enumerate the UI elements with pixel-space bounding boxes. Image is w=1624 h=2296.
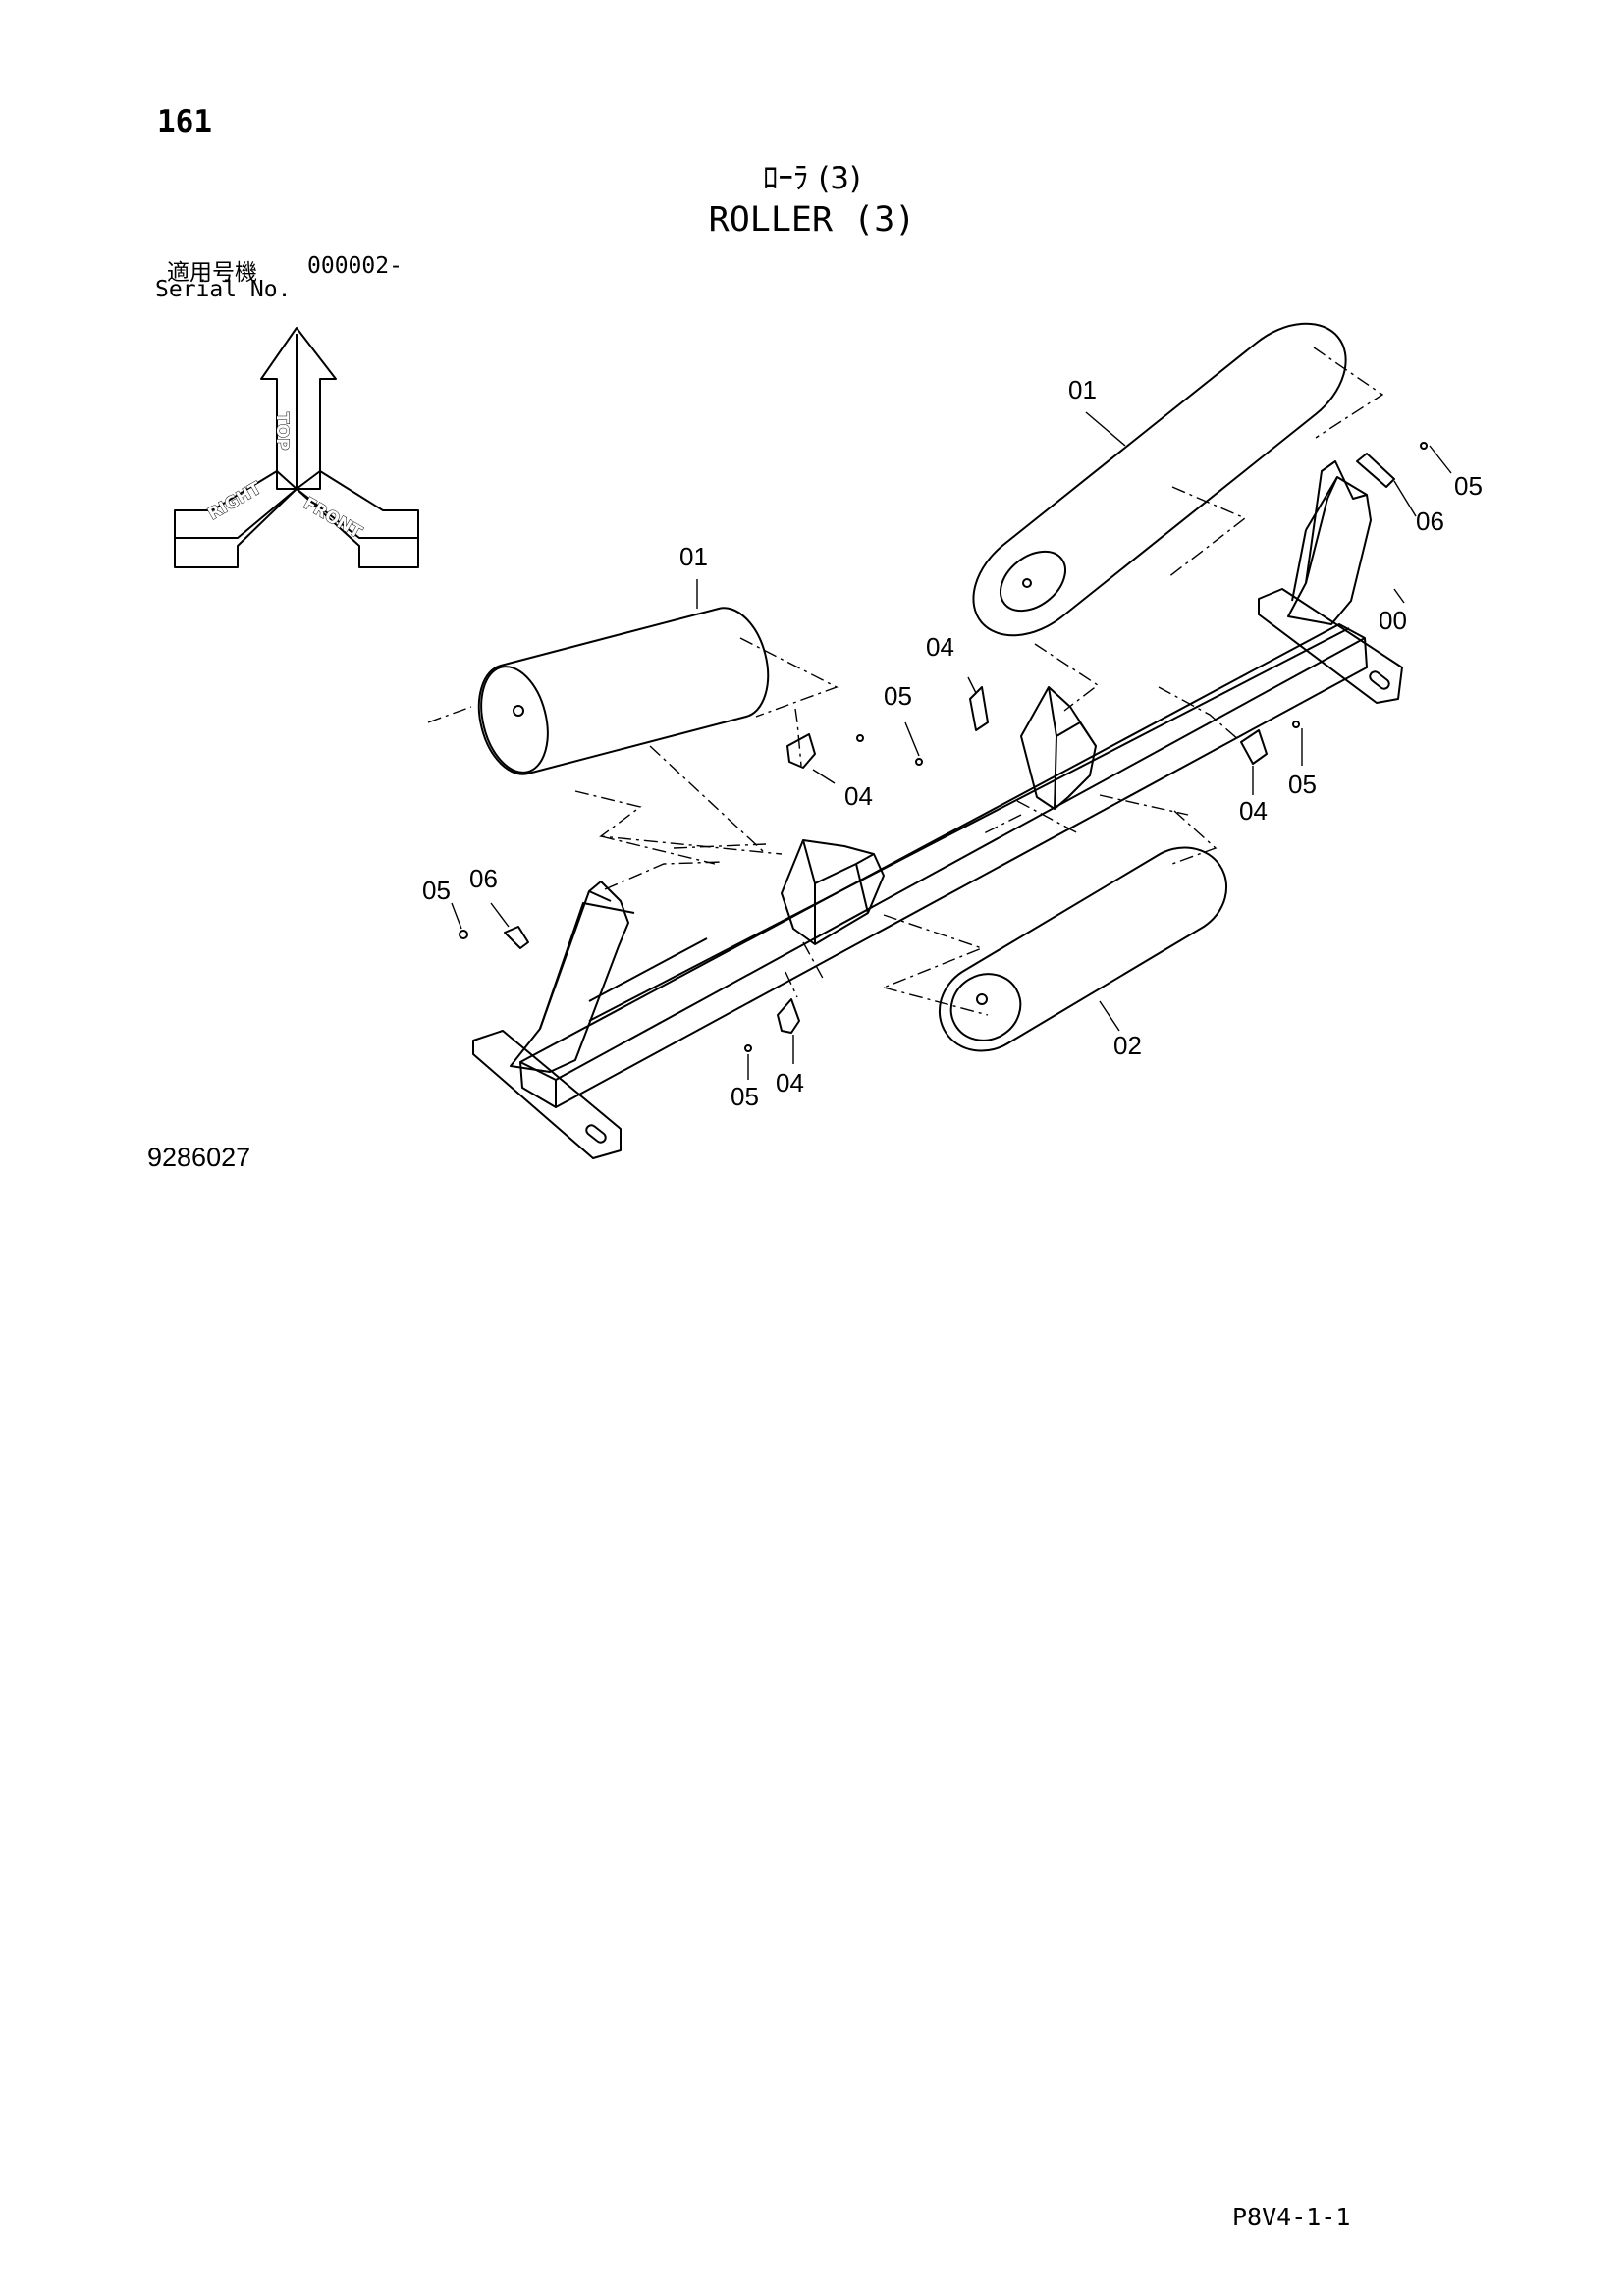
label-bolt-bottom: 05 bbox=[731, 1082, 759, 1111]
label-bolt-right: 05 bbox=[1288, 770, 1317, 799]
orientation-front: FRONT bbox=[300, 494, 366, 543]
serial-label-english: Serial No. bbox=[155, 277, 292, 302]
bracket-right bbox=[1240, 729, 1268, 765]
bracket-center-top bbox=[969, 686, 989, 731]
label-bolt-left: 05 bbox=[422, 876, 451, 905]
bracket-center-left bbox=[786, 733, 816, 769]
orientation-symbol bbox=[174, 327, 419, 568]
label-bracket-right: 04 bbox=[1239, 796, 1268, 826]
label-lower-roller: 02 bbox=[1113, 1031, 1142, 1060]
page-code: P8V4-1-1 bbox=[1232, 2203, 1351, 2231]
bolt-center-a bbox=[856, 734, 864, 742]
label-bolt-right-top: 05 bbox=[1454, 471, 1483, 501]
pin-right bbox=[1356, 453, 1395, 488]
label-frame: 00 bbox=[1379, 606, 1407, 635]
roller-lower bbox=[938, 846, 1228, 1052]
label-bolt-center: 05 bbox=[884, 681, 912, 711]
frame bbox=[472, 460, 1403, 1159]
page-number: 161 bbox=[157, 104, 212, 139]
serial-label-japanese: 適用号機 bbox=[167, 260, 257, 286]
orientation-right: RIGHT bbox=[205, 478, 266, 524]
title-japanese: ﾛｰﾗ (3) bbox=[762, 161, 862, 196]
label-pin-left: 06 bbox=[469, 864, 498, 893]
bolt-center-b bbox=[915, 758, 923, 766]
bolt-bottom bbox=[744, 1044, 752, 1052]
roller-upper-right bbox=[972, 322, 1347, 637]
label-bracket-center-top: 04 bbox=[926, 632, 954, 662]
bracket-bottom bbox=[777, 998, 800, 1034]
roller-upper-left bbox=[477, 607, 770, 775]
serial-value: 000002- bbox=[307, 253, 403, 279]
label-bracket-center-left: 04 bbox=[844, 781, 873, 811]
label-pin-right: 06 bbox=[1416, 507, 1444, 536]
leader-lines bbox=[451, 411, 1452, 1080]
bolt-left bbox=[459, 930, 468, 939]
pin-left bbox=[504, 926, 529, 949]
assembly-lines bbox=[427, 347, 1384, 1016]
bolt-right bbox=[1292, 721, 1300, 728]
bolt-right-top bbox=[1420, 442, 1428, 450]
label-bracket-bottom: 04 bbox=[776, 1068, 804, 1097]
drawing-number: 9286027 bbox=[147, 1143, 251, 1172]
title-english: ROLLER (3) bbox=[708, 200, 916, 240]
label-upper-roller-right: 01 bbox=[1068, 375, 1097, 404]
orientation-top: TOP bbox=[272, 412, 292, 451]
label-upper-roller-left: 01 bbox=[679, 542, 708, 571]
